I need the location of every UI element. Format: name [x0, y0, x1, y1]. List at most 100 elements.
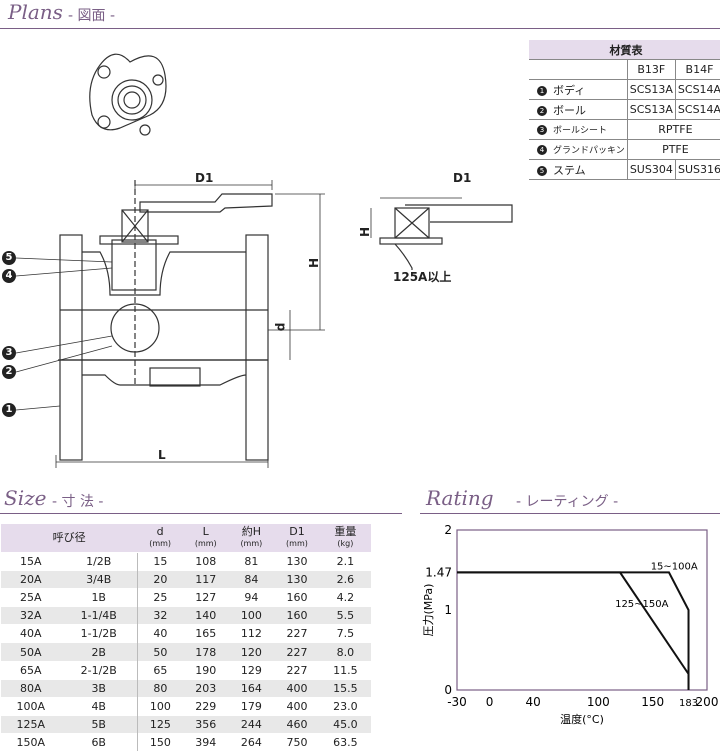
table-cell: 100A	[1, 697, 61, 715]
y-axis-label: 圧力(MPa)	[422, 584, 435, 637]
table-cell: 84	[229, 571, 275, 589]
balloon-2: 2	[2, 365, 16, 379]
x-axis-label: 温度(°C)	[560, 712, 604, 726]
table-cell: 179	[229, 697, 275, 715]
table-cell: 130	[274, 553, 320, 571]
table-cell: 2.1	[320, 553, 371, 571]
note-125a: 125A以上	[393, 268, 451, 285]
x-tick-label: 40	[525, 695, 540, 709]
table-cell: 400	[274, 697, 320, 715]
d1-label-side: D1	[453, 171, 471, 185]
plans-subtitle: - 図面 -	[68, 5, 115, 25]
table-cell: 140	[183, 607, 229, 625]
table-cell: 112	[229, 625, 275, 643]
table-cell: 94	[229, 589, 275, 607]
table-cell: 150A	[1, 733, 61, 751]
size-col-d: d(mm)	[137, 524, 183, 553]
table-cell: 32	[137, 607, 183, 625]
table-cell: 164	[229, 679, 275, 697]
table-cell: 65	[137, 661, 183, 679]
side-view-125a	[371, 198, 512, 270]
table-cell: 50	[137, 643, 183, 661]
y-tick-label: 1	[444, 603, 452, 617]
series-line	[457, 572, 689, 690]
table-cell: 229	[183, 697, 229, 715]
top-view	[90, 54, 166, 135]
x-tick-label: 200	[696, 695, 719, 709]
table-cell: 108	[183, 553, 229, 571]
table-cell: 45.0	[320, 715, 371, 733]
series-label: 15~100A	[651, 561, 698, 572]
table-cell: 127	[183, 589, 229, 607]
table-cell: 460	[274, 715, 320, 733]
table-cell: 2B	[61, 643, 138, 661]
front-view	[58, 180, 272, 460]
plans-rule	[0, 28, 720, 29]
table-cell: 160	[274, 607, 320, 625]
h-label-main: H	[307, 258, 321, 268]
table-cell: 356	[183, 715, 229, 733]
materials-title: 材質表	[529, 40, 720, 60]
balloon-4: 4	[2, 269, 16, 283]
chart-frame	[457, 530, 707, 690]
table-cell: 227	[274, 661, 320, 679]
size-subtitle: - 寸 法 -	[52, 491, 103, 511]
table-cell: 5B	[61, 715, 138, 733]
mat-col-b14f: B14F	[675, 60, 720, 80]
table-cell: 150	[137, 733, 183, 751]
table-cell: 125	[137, 715, 183, 733]
table-cell: 120	[229, 643, 275, 661]
h-label-side: H	[358, 227, 372, 237]
mat-col-b13f: B13F	[627, 60, 675, 80]
table-cell: 5.5	[320, 607, 371, 625]
table-cell: 1/2B	[61, 553, 138, 571]
table-cell: 15A	[1, 553, 61, 571]
y-tick-label: 1.47	[425, 565, 452, 579]
plans-title: Plans	[8, 0, 63, 24]
table-cell: 4B	[61, 697, 138, 715]
x-tick-label: 0	[486, 695, 494, 709]
table-cell: 4.2	[320, 589, 371, 607]
rating-title: Rating	[426, 486, 494, 510]
series-label: 125~150A	[615, 599, 669, 610]
size-col-l: L(mm)	[183, 524, 229, 553]
size-col-nominal: 呼び径	[1, 524, 137, 553]
series-line	[457, 572, 689, 690]
table-cell: 400	[274, 679, 320, 697]
y-tick-label: 2	[444, 523, 452, 537]
table-cell: 63.5	[320, 733, 371, 751]
size-col-h: 約H(mm)	[229, 524, 275, 553]
table-cell: 2.6	[320, 571, 371, 589]
table-cell: 1-1/4B	[61, 607, 138, 625]
table-cell: 20	[137, 571, 183, 589]
leader-lines	[16, 258, 112, 410]
table-cell: 2-1/2B	[61, 661, 138, 679]
size-col-d1: D1(mm)	[274, 524, 320, 553]
size-title: Size	[4, 486, 46, 510]
table-cell: 190	[183, 661, 229, 679]
rating-subtitle: - レーティング -	[516, 491, 618, 511]
x-tick-label: -30	[447, 695, 467, 709]
x-tick-label-extra: 183	[679, 698, 698, 709]
l-label-main: L	[158, 448, 166, 462]
table-cell: 203	[183, 679, 229, 697]
table-cell: 125A	[1, 715, 61, 733]
size-rule	[0, 513, 402, 514]
table-cell: 100	[137, 697, 183, 715]
table-cell: 6B	[61, 733, 138, 751]
table-cell: 130	[274, 571, 320, 589]
d1-label-main: D1	[195, 171, 213, 185]
